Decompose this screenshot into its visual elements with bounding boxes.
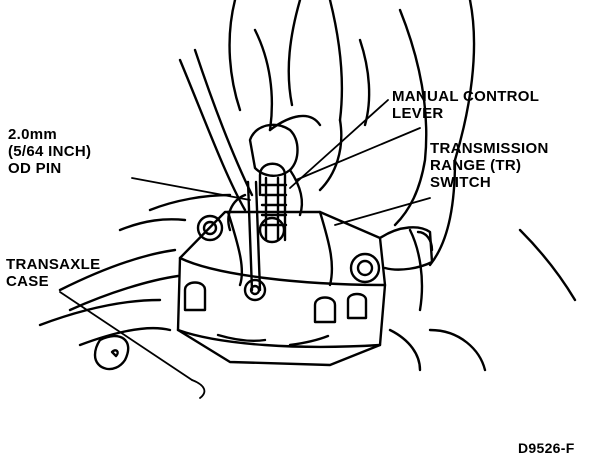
hand-drawing	[178, 0, 476, 267]
tr-switch-housing	[176, 210, 434, 367]
label-manual-control-lever: MANUAL CONTROL LEVER	[392, 88, 540, 122]
od-pin	[246, 180, 262, 292]
figure-id: D9526-F	[518, 440, 575, 456]
label-transaxle-case: TRANSAXLE CASE	[6, 256, 101, 290]
case-contours	[38, 193, 577, 372]
label-tr-switch: TRANSMISSION RANGE (TR) SWITCH	[430, 140, 549, 191]
manual-control-lever	[258, 162, 288, 244]
leader-lines	[59, 99, 431, 399]
label-od-pin: 2.0mm (5/64 INCH) OD PIN	[8, 126, 92, 177]
